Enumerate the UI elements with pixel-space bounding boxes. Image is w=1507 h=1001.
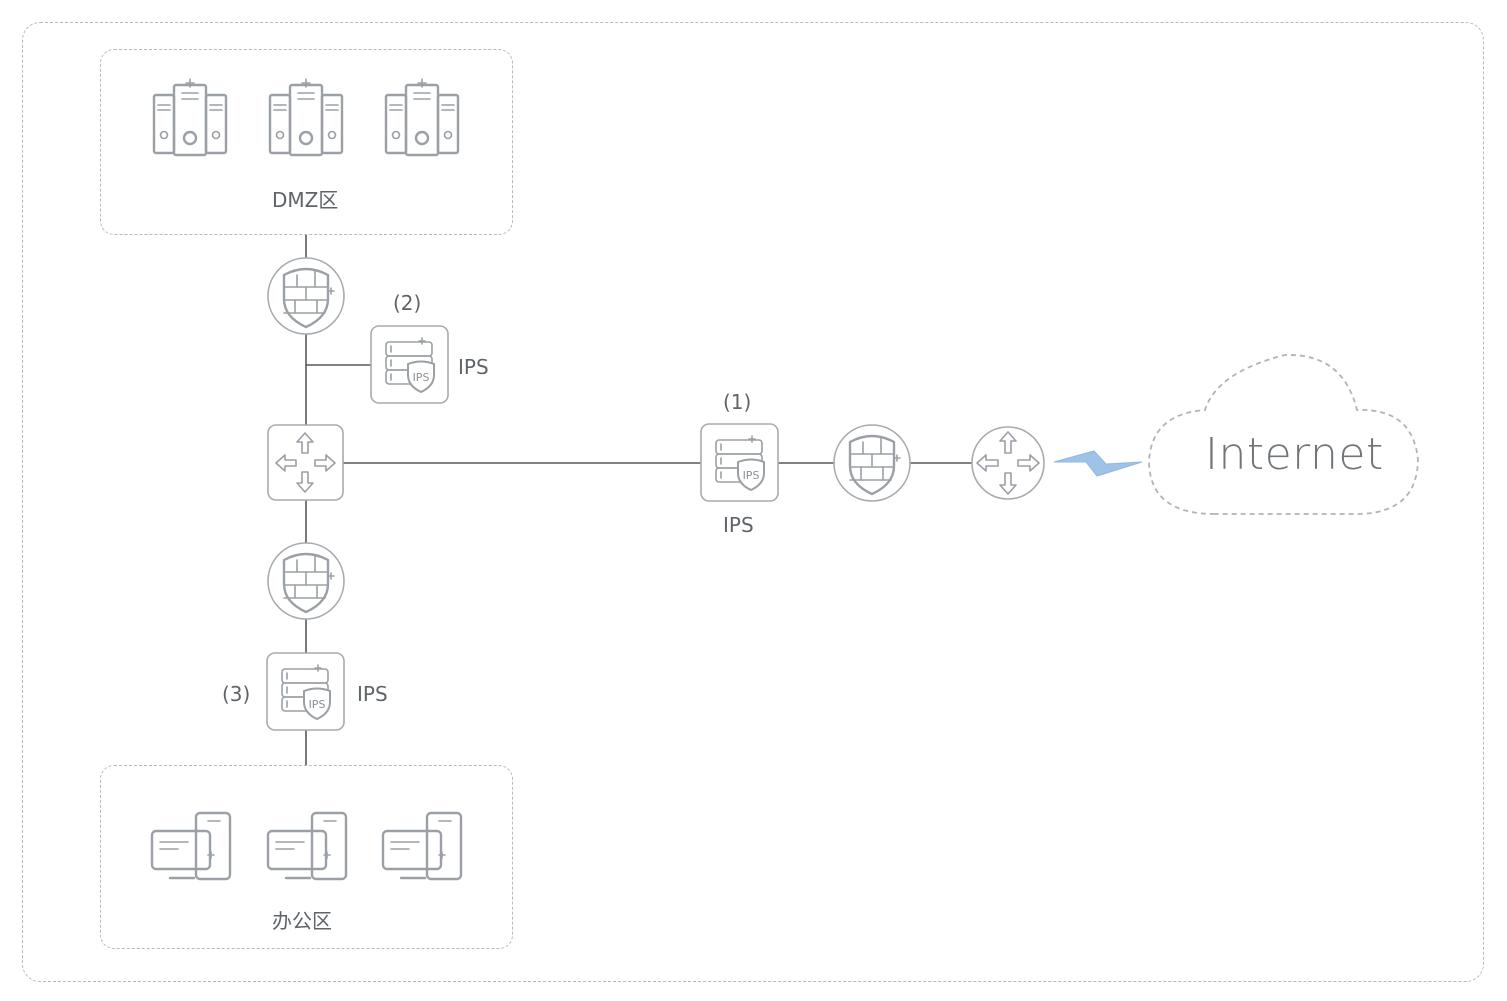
office-zone	[100, 765, 513, 949]
ips-badge-text: IPS	[743, 469, 760, 482]
ips-device-icon: IPS	[266, 652, 345, 731]
desktop-computer-icon	[381, 811, 463, 881]
internet-label: Internet	[1205, 429, 1384, 480]
ips-device-icon: IPS	[370, 325, 449, 404]
ips-1-marker: (1)	[723, 390, 752, 414]
ips-badge-text: IPS	[309, 698, 326, 711]
server-icon	[268, 78, 344, 157]
firewall-shield-icon	[833, 424, 911, 502]
desktop-computer-icon	[150, 811, 232, 881]
dmz-zone-label: DMZ区	[272, 188, 339, 212]
outer-boundary	[22, 22, 1484, 982]
internet-cloud-icon	[1148, 354, 1419, 515]
ips-1-label: IPS	[723, 513, 754, 537]
ips-2-label: IPS	[458, 355, 489, 379]
dmz-zone	[100, 49, 513, 235]
switch-arrows-icon	[267, 424, 344, 501]
wan-lightning	[1053, 450, 1143, 477]
ips-3-label: IPS	[357, 682, 388, 706]
server-icon	[152, 78, 228, 157]
ips-badge-text: IPS	[413, 371, 430, 384]
firewall-shield-icon	[267, 257, 345, 335]
firewall-shield-icon	[267, 542, 345, 620]
server-icon	[384, 78, 460, 157]
ips-3-marker: (3)	[222, 682, 251, 706]
ips-2-marker: (2)	[393, 291, 422, 315]
desktop-computer-icon	[266, 811, 348, 881]
office-zone-label: 办公区	[272, 909, 332, 933]
ips-device-icon: IPS	[700, 423, 779, 502]
router-arrows-icon	[971, 426, 1045, 500]
